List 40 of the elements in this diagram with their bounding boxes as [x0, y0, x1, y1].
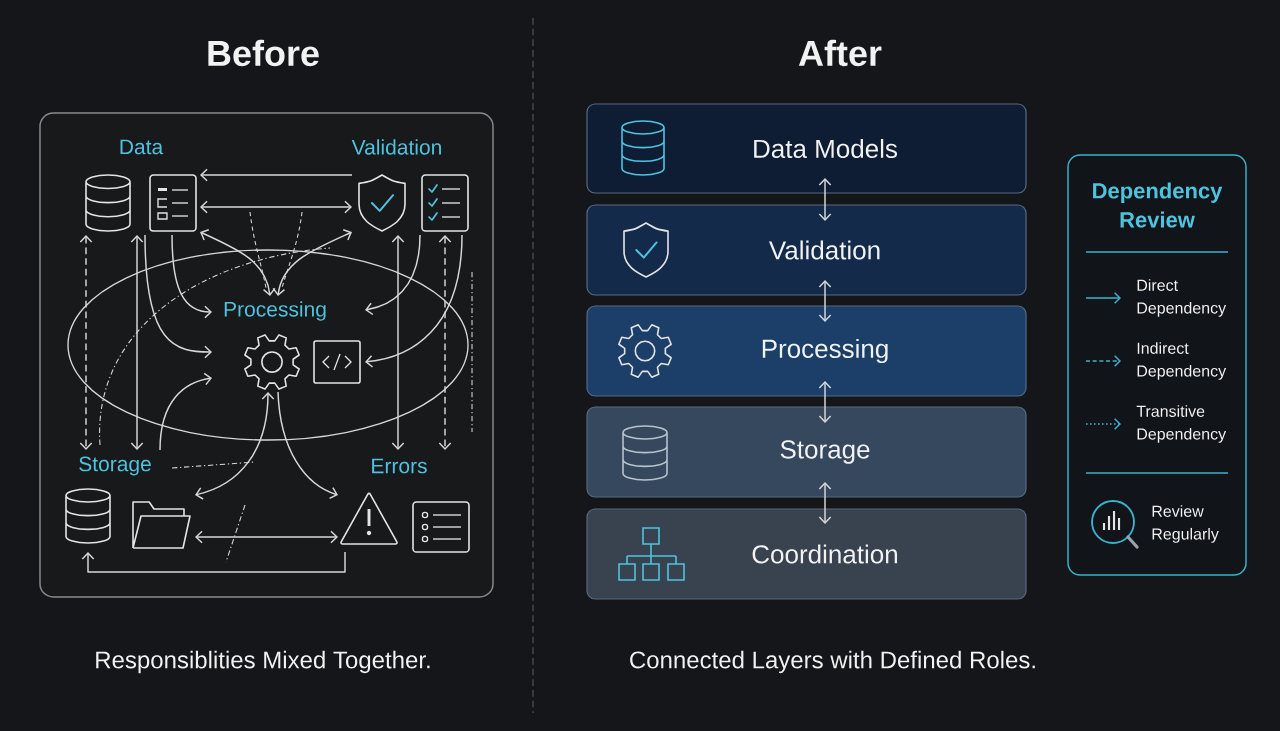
group-label: Errors [372, 458, 427, 474]
group-label: Data [120, 139, 164, 155]
arrow [365, 234, 421, 316]
arrow [200, 200, 352, 214]
arrow [200, 168, 353, 182]
arrow [365, 234, 463, 368]
arrow [438, 235, 452, 450]
arrow [818, 178, 832, 221]
group-label: Storage [79, 456, 151, 476]
arrow [272, 229, 352, 296]
arrow [391, 235, 405, 450]
arrow [818, 482, 832, 524]
legend-label: Transitive Dependency [1136, 405, 1227, 443]
arrow [159, 372, 212, 451]
arrow [130, 235, 144, 450]
layer-box: Data Models [586, 103, 1027, 194]
caption: Connected Layers with Defined Roles. [630, 650, 1035, 674]
panel-title: Dependency Review [1093, 182, 1223, 228]
group-label: Validation [351, 139, 441, 155]
arrow [195, 392, 275, 500]
arrow [818, 280, 832, 322]
arrow [79, 235, 93, 450]
arrow [81, 551, 346, 573]
heading: After [798, 39, 882, 67]
layer-box: Storage [586, 406, 1027, 498]
note-text: Review Regularly [1152, 505, 1219, 543]
legend-label: Direct Dependency [1137, 279, 1227, 317]
layer-box: Validation [586, 204, 1027, 296]
caption: Responsiblities Mixed Together. [96, 650, 430, 674]
heading: Before [208, 39, 319, 67]
arrow [200, 229, 276, 296]
arrow [171, 234, 212, 319]
arrow [818, 381, 832, 423]
arrow [144, 234, 212, 359]
layer-box: Coordination [586, 508, 1027, 600]
layer-box: Processing [586, 305, 1027, 397]
group-label: Processing [224, 301, 326, 321]
legend-label: Indirect Dependency [1137, 342, 1227, 380]
arrow [195, 530, 338, 544]
arrow [277, 391, 338, 500]
